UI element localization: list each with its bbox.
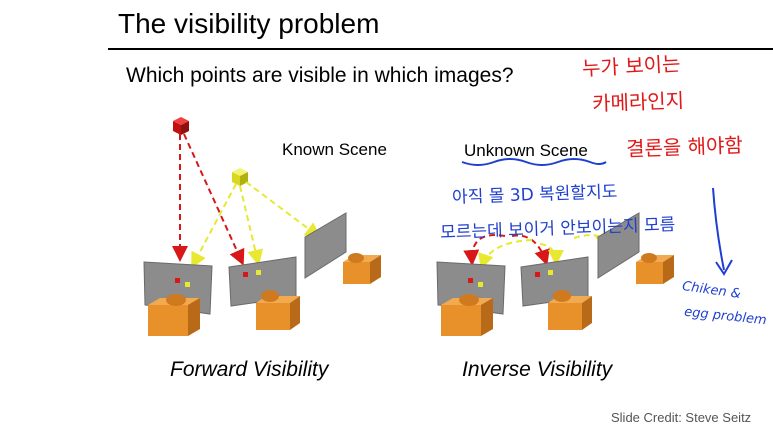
slide-credit: Slide Credit: Steve Seitz xyxy=(611,410,752,425)
ink-arrow-shaft xyxy=(712,187,725,271)
ray-red-to-cam2 xyxy=(183,133,245,266)
camera-3 xyxy=(304,212,381,284)
forward-visibility-caption: Forward Visibility xyxy=(170,358,329,381)
inverse-ray-red-1 xyxy=(463,234,506,266)
forward-scene xyxy=(143,117,381,336)
yellow-scene-point xyxy=(232,168,248,186)
red-scene-point xyxy=(173,117,189,135)
unknown-scene-label: Unknown Scene xyxy=(464,141,588,160)
camera-2-inverse xyxy=(520,256,592,330)
inverse-visibility-caption: Inverse Visibility xyxy=(462,358,613,381)
camera-1-inverse xyxy=(436,261,506,336)
inverse-ray-yellow-2 xyxy=(539,243,564,266)
unknown-scene-underline xyxy=(461,158,607,166)
camera-3-inverse xyxy=(597,212,674,284)
camera-1 xyxy=(143,261,213,336)
ray-yellow-to-cam2 xyxy=(239,185,264,266)
inverse-scene xyxy=(436,212,674,336)
slide-question: Which points are visible in which images… xyxy=(126,64,514,87)
annotation-red-line-1: 누가 보이는 xyxy=(581,51,681,81)
ray-yellow-to-cam3 xyxy=(245,181,322,239)
known-scene-label: Known Scene xyxy=(282,140,387,159)
inverse-ray-yellow-1 xyxy=(478,239,533,270)
ink-arrow-head xyxy=(715,259,733,276)
inverse-ray-red-2 xyxy=(511,234,550,266)
slide-title: The visibility problem xyxy=(118,8,380,39)
camera-2 xyxy=(228,256,300,330)
title-rule xyxy=(108,48,773,50)
ray-yellow-to-cam1 xyxy=(191,183,237,269)
annotation-red-line-2: 카메라인지 xyxy=(591,88,685,116)
annotation-red-line-3: 결론을 해야함 xyxy=(625,132,744,162)
